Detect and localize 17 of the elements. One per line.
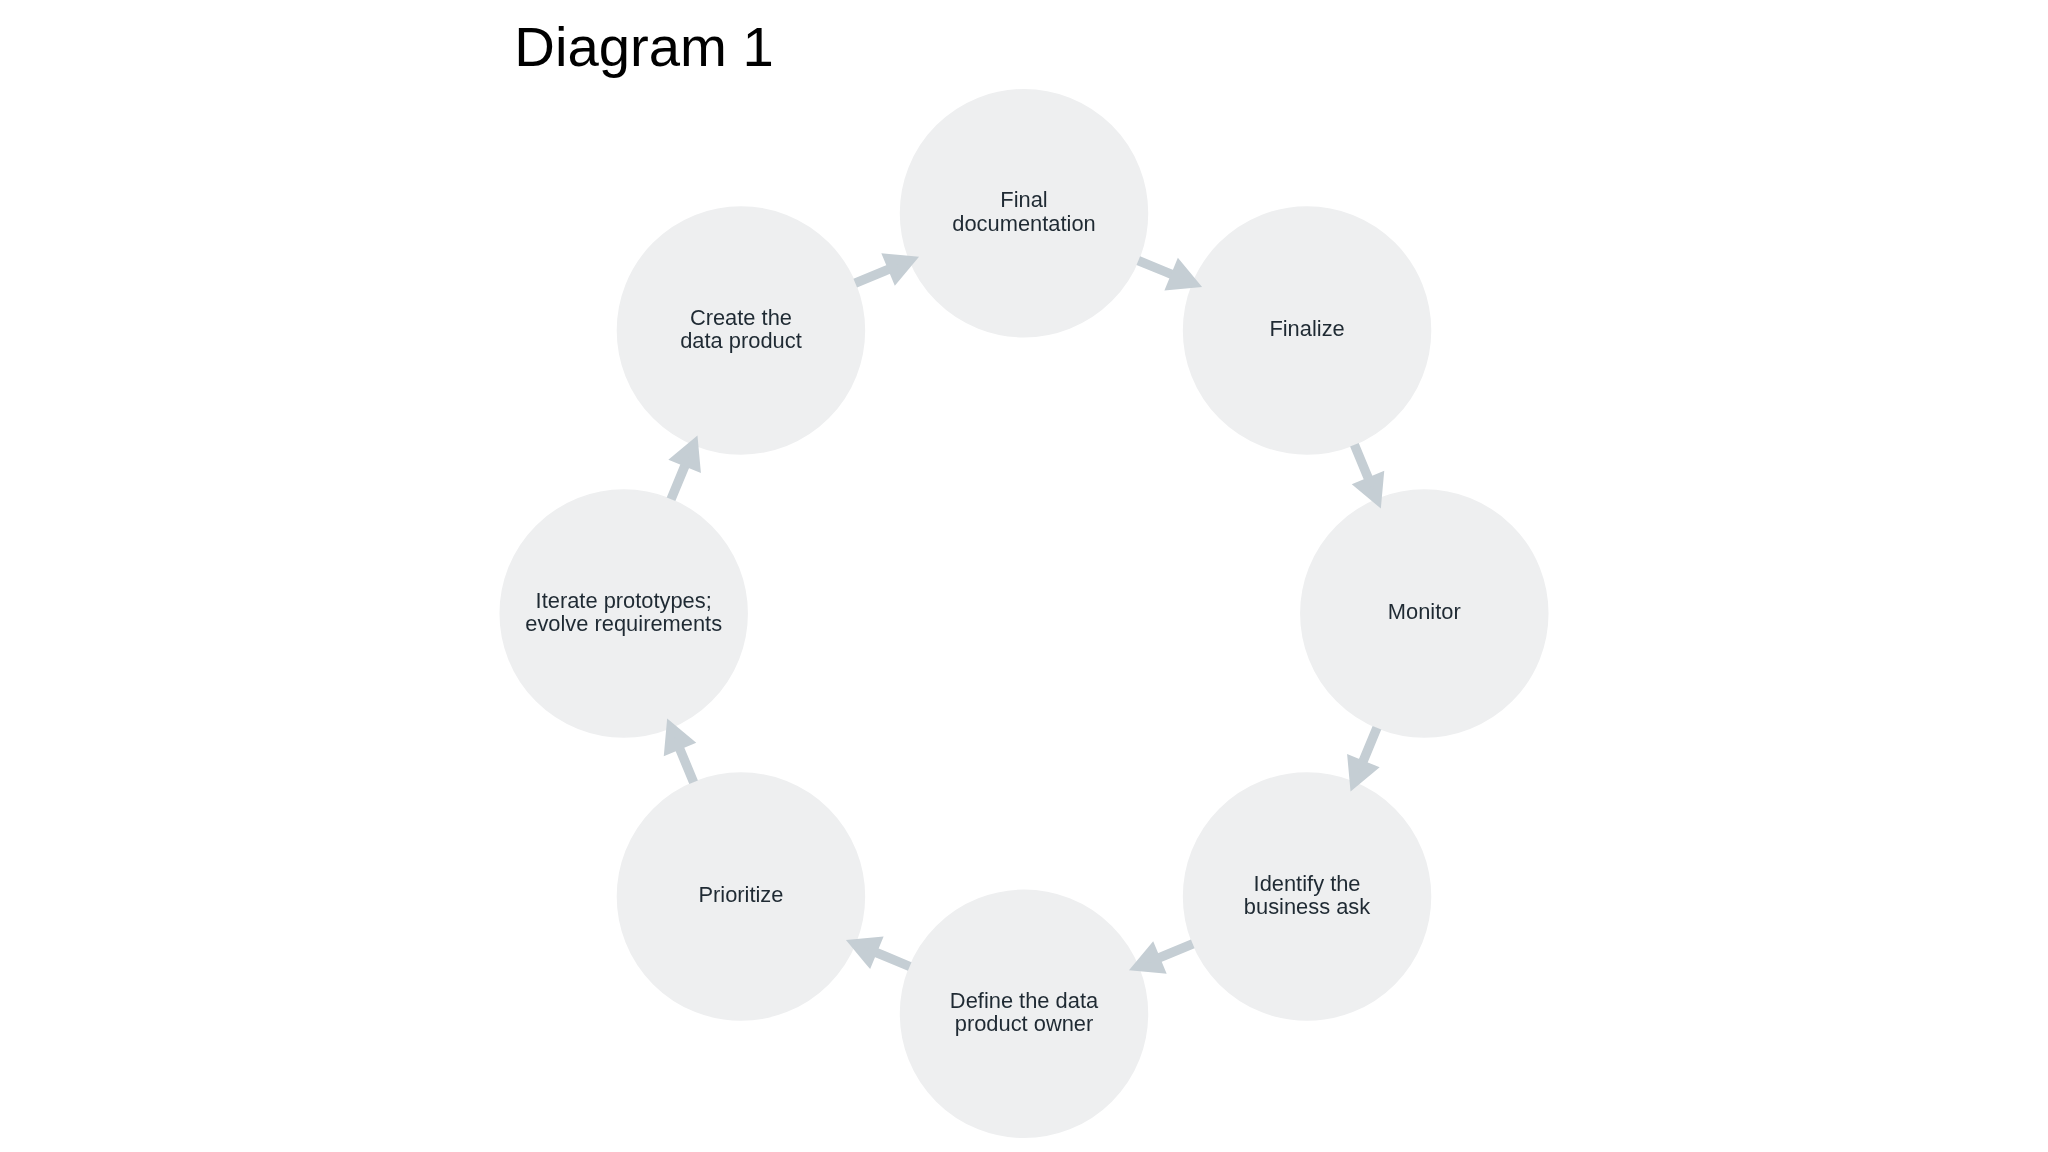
arrow (1128, 939, 1195, 974)
arrow (1347, 726, 1382, 792)
node-circle: Final documentation (899, 88, 1149, 338)
node-circle: Monitor (1300, 489, 1549, 738)
node-circle: Prioritize (616, 772, 866, 1021)
node-circle: Create the data product (616, 206, 866, 455)
arrow (1350, 442, 1385, 509)
node-circle: Define the data product owner (899, 889, 1149, 1139)
arrow (845, 936, 912, 971)
arrow (853, 253, 920, 288)
arrow (1136, 256, 1203, 291)
arrow (663, 718, 698, 785)
node-circle: Identify the business ask (1182, 772, 1432, 1021)
node-circle: Iterate prototypes; evolve requirements (499, 489, 748, 738)
node-circle: Finalize (1182, 206, 1432, 455)
diagram-title: Diagram 1 (514, 15, 774, 78)
arrow (666, 435, 701, 501)
